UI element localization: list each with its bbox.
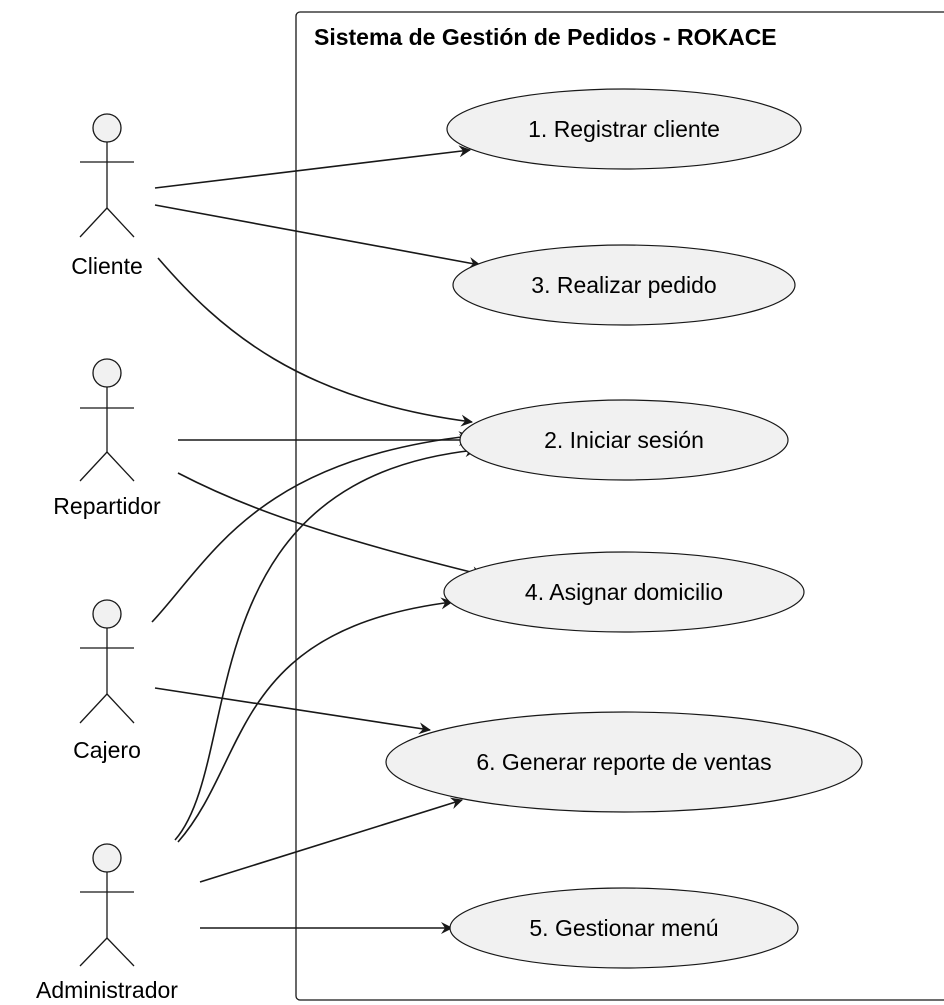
actor-cajero: Cajero xyxy=(73,599,141,763)
edge-administrador-uc4 xyxy=(177,597,453,843)
system-title: Sistema de Gestión de Pedidos - ROKACE xyxy=(314,24,777,50)
use-case-gestionar-menu: 5. Gestionar menú xyxy=(449,887,799,969)
use-case-generar-reporte: 6. Generar reporte de ventas xyxy=(385,711,863,813)
use-cases: 1. Registrar cliente 3. Realizar pedido … xyxy=(385,88,863,969)
edge-cliente-uc3 xyxy=(154,204,481,269)
edge-cajero-uc2 xyxy=(151,431,471,623)
actor-administrador: Administrador xyxy=(36,843,178,1003)
use-case-registrar-cliente: 1. Registrar cliente xyxy=(446,88,802,170)
actor-head-icon xyxy=(92,113,122,143)
edge-repartidor-uc4 xyxy=(177,472,484,579)
use-case-label: 4. Asignar domicilio xyxy=(525,579,723,605)
edge-administrador-uc2 xyxy=(174,445,477,841)
use-case-label: 5. Gestionar menú xyxy=(529,915,718,941)
actor-head-icon xyxy=(92,599,122,629)
use-case-label: 1. Registrar cliente xyxy=(528,116,720,142)
associations xyxy=(151,145,484,934)
edge-administrador-uc6 xyxy=(199,797,463,883)
actor-label: Cajero xyxy=(73,737,141,763)
edge-cliente-uc2 xyxy=(157,257,473,427)
actor-label: Administrador xyxy=(36,977,178,1003)
use-case-iniciar-sesion: 2. Iniciar sesión xyxy=(459,399,789,481)
actor-head-icon xyxy=(92,358,122,388)
actor-label: Cliente xyxy=(71,253,143,279)
actor-cliente: Cliente xyxy=(71,113,143,279)
use-case-label: 6. Generar reporte de ventas xyxy=(476,749,771,775)
use-case-realizar-pedido: 3. Realizar pedido xyxy=(452,244,796,326)
actor-label: Repartidor xyxy=(53,493,161,519)
use-case-label: 3. Realizar pedido xyxy=(531,272,716,298)
use-case-label: 2. Iniciar sesión xyxy=(544,427,704,453)
actor-repartidor: Repartidor xyxy=(53,358,161,519)
use-case-asignar-domicilio: 4. Asignar domicilio xyxy=(443,551,805,633)
edge-cajero-uc6 xyxy=(154,687,431,735)
actor-head-icon xyxy=(92,843,122,873)
edge-cliente-uc1 xyxy=(154,145,471,189)
